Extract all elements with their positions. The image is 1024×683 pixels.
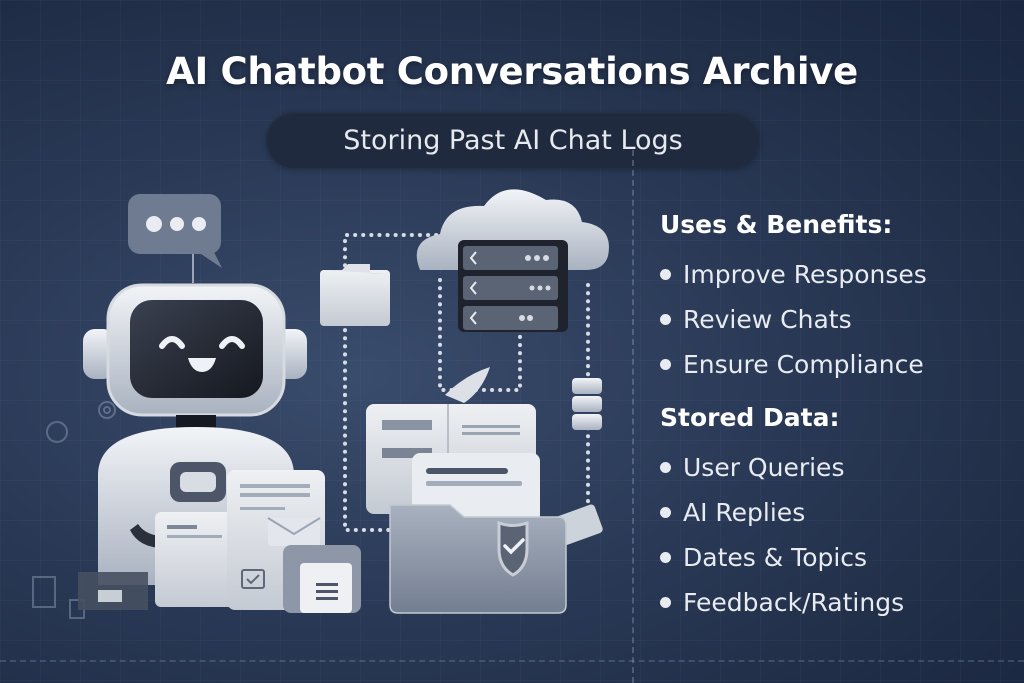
vertical-divider: [632, 150, 634, 683]
folder-icon: [320, 264, 390, 326]
subtitle-pill: Storing Past AI Chat Logs: [266, 112, 760, 168]
horizontal-divider: [0, 660, 1024, 662]
bullet-icon: [660, 359, 671, 370]
stored-item: User Queries: [660, 445, 1010, 490]
cloud-server-icon: [416, 189, 609, 332]
illustration: [32, 189, 609, 619]
bullet-icon: [660, 269, 671, 280]
page-title: AI Chatbot Conversations Archive: [166, 50, 858, 93]
bullet-icon: [660, 597, 671, 608]
bullet-icon: [660, 314, 671, 325]
uses-item: Improve Responses: [660, 252, 1010, 297]
file-folder-small-icon: [283, 545, 361, 613]
chip-icon: [98, 590, 122, 602]
uses-item: Review Chats: [660, 297, 1010, 342]
bullet-icon: [660, 462, 671, 473]
bullet-icon: [660, 552, 671, 563]
stored-item: Dates & Topics: [660, 535, 1010, 580]
database-icon: [572, 378, 602, 430]
dotted-connectors: [343, 233, 590, 532]
bullet-icon: [660, 507, 671, 518]
stored-item: Feedback/Ratings: [660, 580, 1010, 625]
stored-heading: Stored Data:: [660, 403, 840, 432]
uses-item: Ensure Compliance: [660, 342, 1010, 387]
document-stack-icon: [366, 367, 540, 523]
info-panel: Uses & Benefits: Improve Responses Revie…: [660, 210, 1010, 625]
subtitle-text: Storing Past AI Chat Logs: [343, 124, 683, 156]
stored-item: AI Replies: [660, 490, 1010, 535]
envelope-icon: [267, 517, 321, 546]
uses-heading: Uses & Benefits:: [660, 210, 893, 239]
speech-bubble-icon: [128, 194, 222, 283]
secure-folder-icon: [389, 504, 567, 614]
